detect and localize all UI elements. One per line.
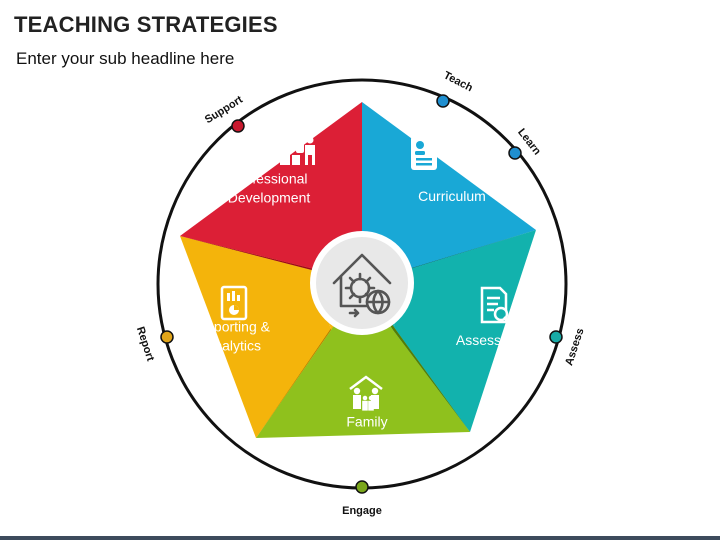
resume-icon <box>411 136 437 170</box>
segment-label-family-engagement-line-1: Family <box>346 414 387 430</box>
ring-marker-engage: Engage <box>342 480 382 517</box>
segment-main-family-engagement <box>256 330 470 438</box>
ring-dot-assess <box>549 330 563 344</box>
ring-dot-learn <box>508 146 522 160</box>
segment-label-reporting-analytics-line-2: Analytics <box>205 338 261 354</box>
segment-main-reporting-analytics <box>180 236 331 438</box>
home-gear-globe-icon <box>332 253 392 318</box>
segment-label-professional-development-line-1: Professional <box>230 171 307 187</box>
segment-label-family-engagement-line-2: Engagement <box>327 433 407 449</box>
ring-marker-learn: Learn <box>508 126 543 160</box>
segment-main-professional-development <box>180 102 362 269</box>
document-search-icon <box>480 286 512 325</box>
ring-label-report: Report <box>134 325 156 363</box>
segment-main-curriculum <box>362 102 536 269</box>
segment-label-curriculum-line-1: Curriculum <box>418 188 486 204</box>
segment-label-reporting-analytics-line-1: Reporting & <box>196 319 271 335</box>
ring-dot-teach <box>436 94 450 108</box>
ring-dot-support <box>231 119 245 133</box>
family-icon <box>349 375 383 411</box>
ring-label-teach: Teach <box>442 70 475 95</box>
ring-dot-report <box>160 330 174 344</box>
ring-label-engage: Engage <box>342 505 382 517</box>
report-chart-icon <box>220 285 248 321</box>
ring-label-assess: Assess <box>563 327 586 367</box>
page-subtitle: Enter your sub headline here <box>16 49 235 68</box>
growth-people-icon <box>280 128 315 165</box>
page-title: TEACHING STRATEGIES <box>14 12 278 37</box>
segment-label-professional-development-line-2: Development <box>228 190 311 206</box>
segment-label-assessment-line-1: Assessment <box>456 332 532 348</box>
ring-marker-support: Support <box>203 93 245 133</box>
center-hub <box>310 231 414 335</box>
center-inner-circle <box>316 237 408 329</box>
bottom-bar <box>0 536 720 540</box>
ring-dot-engage <box>355 480 369 494</box>
segment-main-assessment <box>393 230 536 432</box>
